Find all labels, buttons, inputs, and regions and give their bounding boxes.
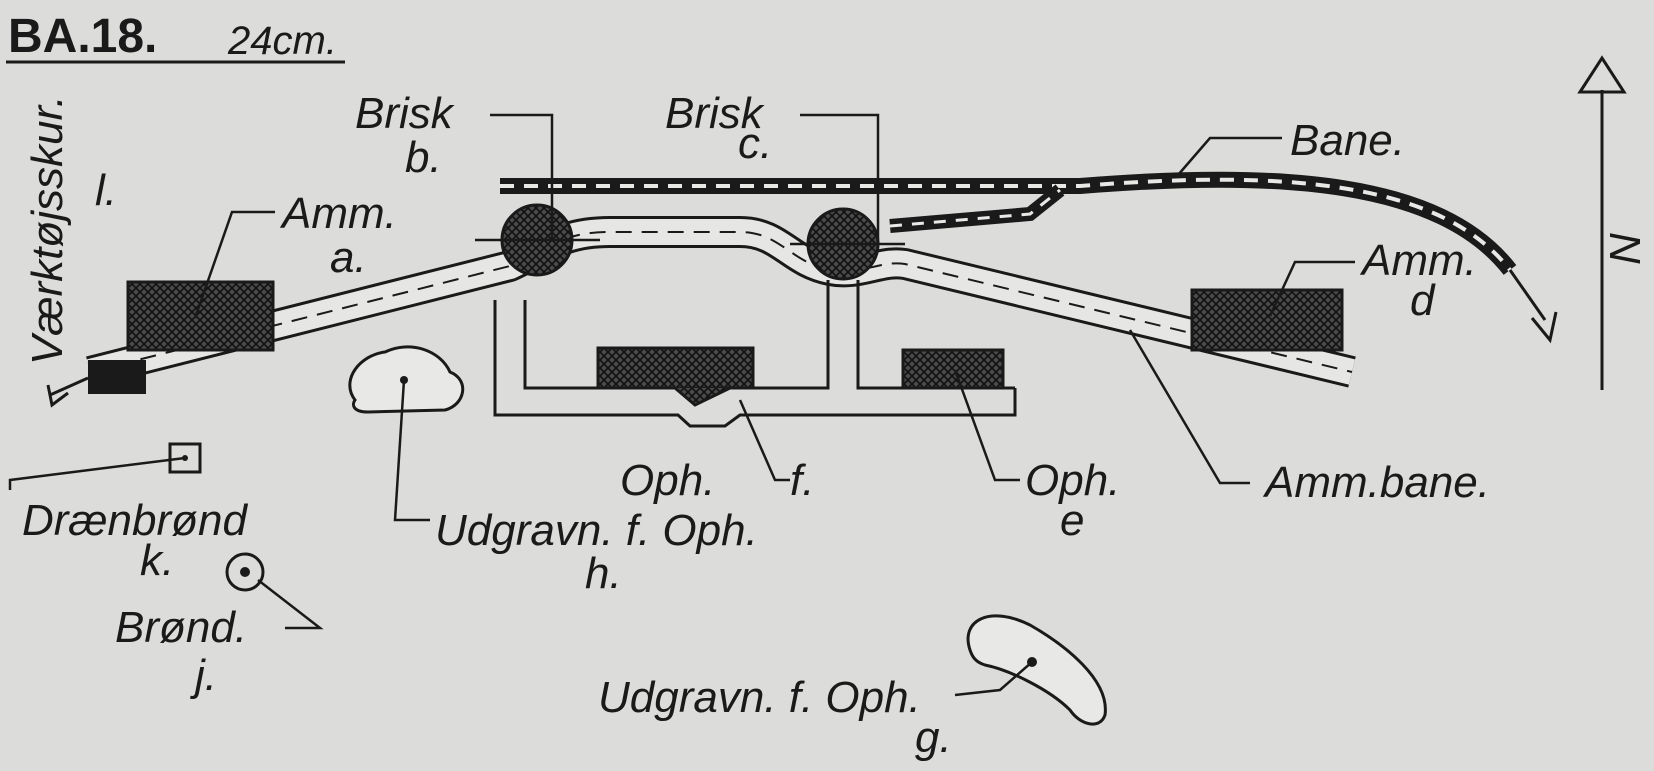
title-block: BA.18. 24cm. [6,10,345,64]
label-k: k. [140,536,174,585]
label-ammo-a: Amm. [279,189,397,238]
plan-code: BA.18. [8,10,157,63]
shelter-f-notch [674,386,731,407]
label-ammo-railway: Amm.bane. [1262,458,1490,507]
ammo-store-a [126,280,275,352]
label-d: d [1410,276,1436,325]
tool-shed-arrowhead [46,384,69,408]
drain-well-k [168,442,202,474]
tool-shed-leader [49,376,89,397]
well-j [225,552,265,592]
shelter-f [596,346,755,390]
label-e: e [1060,496,1084,545]
label-brisk-b: Brisk [355,89,455,138]
plan-scale: 24cm. [227,19,337,63]
ammo-store-d [1190,288,1344,352]
main-railway [500,171,1558,344]
label-north: N [1601,233,1650,265]
railway-arrowhead [1530,311,1558,344]
leader-lines [8,113,1355,697]
label-bane: Bane. [1290,116,1405,165]
label-excavation-g: Udgravn. f. Oph. [598,673,921,722]
label-c: c. [738,119,772,168]
label-brisk-c: Brisk [665,89,765,138]
label-oph-e: Oph. [1025,456,1120,505]
label-a: a. [330,233,367,282]
label-well: Brønd. [115,603,247,652]
label-tool-shed: Værktøjsskur. [23,95,72,365]
shelter-e [901,348,1005,390]
label-l: l. [95,166,117,215]
label-drain-well: Drænbrønd [22,496,248,545]
label-excavation-h: Udgravn. f. Oph. [435,506,758,555]
north-arrow-icon [1577,55,1627,390]
label-j: j. [190,651,217,700]
label-h: h. [585,549,622,598]
railway-arrow [1508,269,1547,321]
label-oph-f: Oph. [620,456,715,505]
label-ammo-d: Amm. [1359,236,1477,285]
label-b: b. [405,133,442,182]
label-f: f. [790,456,814,505]
excavation-g [966,614,1107,726]
label-g: g. [915,713,952,762]
tool-shed-block [88,360,146,394]
